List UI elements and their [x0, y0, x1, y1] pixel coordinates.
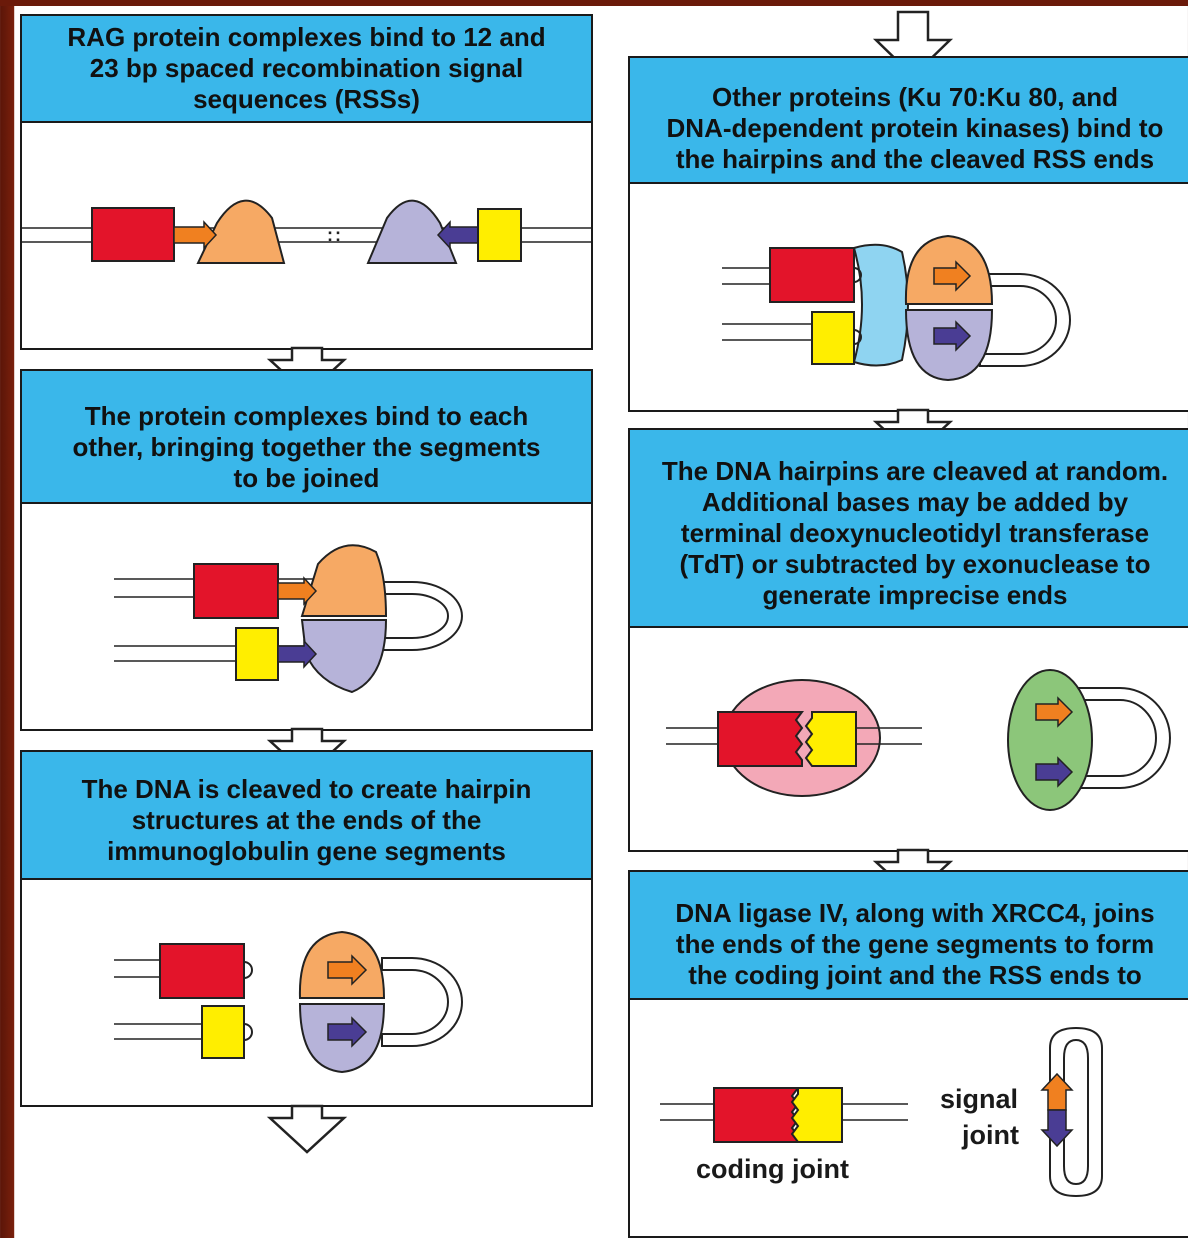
joint-label: joint	[961, 1120, 1019, 1150]
dna-segments: : :	[91, 199, 522, 264]
signal-label: signal	[940, 1084, 1018, 1114]
rss-12-arrow	[1040, 1072, 1074, 1111]
yellow-gene-segment	[811, 311, 855, 365]
step-4-illustration	[722, 234, 1071, 382]
red-gene-segment	[717, 711, 804, 767]
rag-lavender-complex	[300, 619, 388, 694]
step-5-caption: The DNA hairpins are cleaved at random. …	[630, 430, 1188, 628]
svg-text::: :	[335, 225, 341, 245]
coding-end-complex	[666, 679, 922, 797]
svg-text::: :	[327, 225, 333, 245]
rss-loop	[979, 273, 1071, 367]
coding-joint-label: coding joint	[696, 1154, 849, 1184]
red-gene-segment	[159, 943, 245, 999]
rss-12-arrow	[1035, 696, 1074, 728]
step-6-panel: DNA ligase IV, along with XRCC4, joins t…	[628, 870, 1188, 1238]
yellow-gene-segment	[804, 711, 857, 767]
yellow-gene-segment	[477, 208, 522, 262]
yellow-gene-segment	[790, 1087, 843, 1143]
rag-lavender-complex	[904, 309, 994, 382]
step-2-illustration	[114, 544, 463, 694]
step-6-caption: DNA ligase IV, along with XRCC4, joins t…	[630, 872, 1188, 1000]
step-2-caption: The protein complexes bind to each other…	[22, 371, 591, 504]
rss-23-arrow	[1035, 756, 1074, 788]
rss-23-arrow	[327, 1016, 368, 1048]
step-4-panel: Other proteins (Ku 70:Ku 80, and DNA-dep…	[628, 56, 1188, 412]
step-3-illustration	[114, 930, 463, 1074]
yellow-gene-segment	[235, 627, 279, 681]
step-1-illustration: : :	[22, 199, 591, 264]
rss-23-arrow	[933, 320, 972, 352]
rss-12-arrow	[933, 260, 972, 292]
rss-23-arrow	[277, 639, 318, 669]
red-gene-segment	[91, 207, 175, 262]
step-5-illustration	[666, 669, 1171, 811]
top-border	[0, 0, 1188, 6]
red-gene-segment	[769, 247, 855, 303]
coding-end-hairpin-red	[853, 267, 862, 283]
coding-end-hairpin-yellow	[853, 329, 862, 345]
coding-end-hairpin-yellow	[243, 1023, 253, 1041]
rag-orange-complex	[196, 199, 286, 264]
step-5-panel: The DNA hairpins are cleaved at random. …	[628, 428, 1188, 852]
step-1-panel: RAG protein complexes bind to 12 and 23 …	[20, 14, 593, 350]
rss-12-arrow	[327, 954, 368, 986]
rss-12-arrow	[277, 576, 318, 606]
step-4-caption: Other proteins (Ku 70:Ku 80, and DNA-dep…	[630, 58, 1188, 184]
ligase-green-complex	[1007, 669, 1093, 811]
hairpin-loop	[381, 581, 463, 651]
rag-orange-complex	[300, 544, 388, 617]
step-3-panel: The DNA is cleaved to create hairpin str…	[20, 750, 593, 1107]
rss-23-arrow	[1040, 1109, 1074, 1148]
signal-end-complex	[1007, 669, 1171, 811]
red-gene-segment	[713, 1087, 800, 1143]
step-3-caption: The DNA is cleaved to create hairpin str…	[22, 752, 591, 880]
rss-loop	[381, 957, 463, 1047]
step-1-caption: RAG protein complexes bind to 12 and 23 …	[22, 16, 591, 123]
signal-joint-loop	[1049, 1026, 1103, 1198]
rag-lavender-complex	[366, 199, 458, 264]
rss-23-arrow	[436, 220, 481, 250]
step-2-panel: The protein complexes bind to each other…	[20, 369, 593, 731]
yellow-gene-segment	[201, 1005, 245, 1059]
red-gene-segment	[193, 563, 279, 619]
down-arrow-3	[266, 1104, 348, 1154]
ku-protein	[852, 243, 909, 367]
rss-12-arrow	[173, 220, 218, 250]
coding-end-hairpin-red	[243, 961, 253, 979]
step-6-illustration: coding joint signal joint	[660, 1026, 1103, 1198]
